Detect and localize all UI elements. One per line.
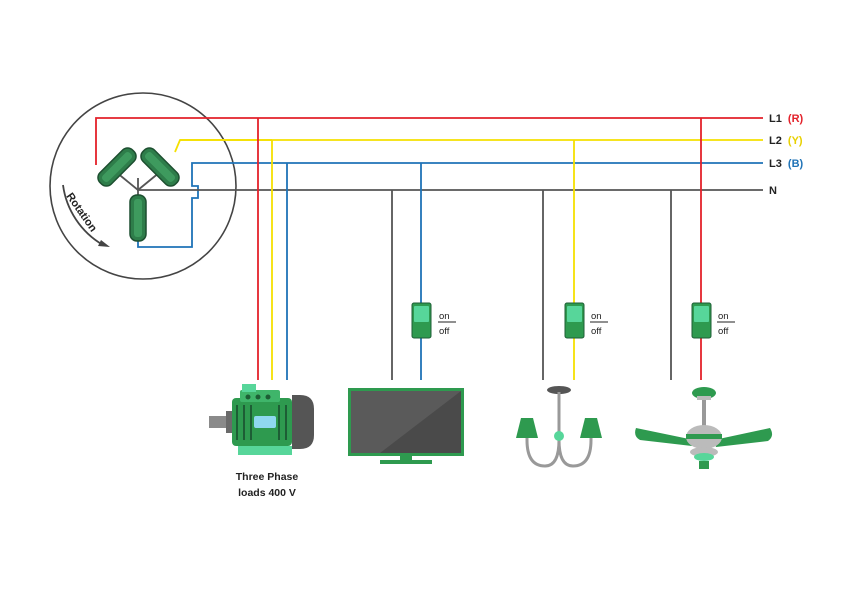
chandelier-icon [516,386,602,468]
bus-lines [180,117,763,191]
switch-tv[interactable]: on off [411,302,456,339]
ceiling-fan-icon [635,387,773,469]
switch-toggle [694,306,709,322]
drops [257,118,702,380]
switch-off-label: off [439,326,450,337]
switch-off-label: off [718,326,729,337]
television-icon [348,388,464,464]
generator: Rotation [49,92,392,280]
line-label-l3: L3 [769,158,782,170]
coil-l3 [129,194,147,242]
line-phase-l2: (Y) [788,135,803,147]
rotation-arrow [62,184,104,246]
line-labels: L1 (R) L2 (Y) L3 (B) N [769,113,804,197]
switch-chandelier[interactable]: on off [564,302,608,339]
coil-l1 [97,147,137,187]
line-label-l2: L2 [769,135,782,147]
svg-text:L3 (B): L3 (B) [769,158,804,170]
switch-toggle [567,306,582,322]
generator-l1-lead [95,117,258,165]
generator-l3-lead [137,162,287,248]
switch-on-label: on [591,311,602,322]
switch-on-label: on [718,311,729,322]
line-label-l1: L1 [769,113,782,125]
svg-text:L1 (R): L1 (R) [769,113,804,125]
switch-fan[interactable]: on off [691,302,735,339]
svg-text:L2 (Y): L2 (Y) [769,135,803,147]
three-phase-motor-icon [209,384,314,455]
line-label-n: N [769,185,777,197]
motor-caption-line2: loads 400 V [238,487,296,499]
switch-on-label: on [439,311,450,322]
line-phase-l3: (B) [788,158,804,170]
coil-l2 [140,147,180,187]
switch-off-label: off [591,326,602,337]
line-phase-l1: (R) [788,113,804,125]
rotation-arrowhead-icon [98,240,110,247]
motor-caption-line1: Three Phase [236,471,299,483]
switch-toggle [414,306,429,322]
